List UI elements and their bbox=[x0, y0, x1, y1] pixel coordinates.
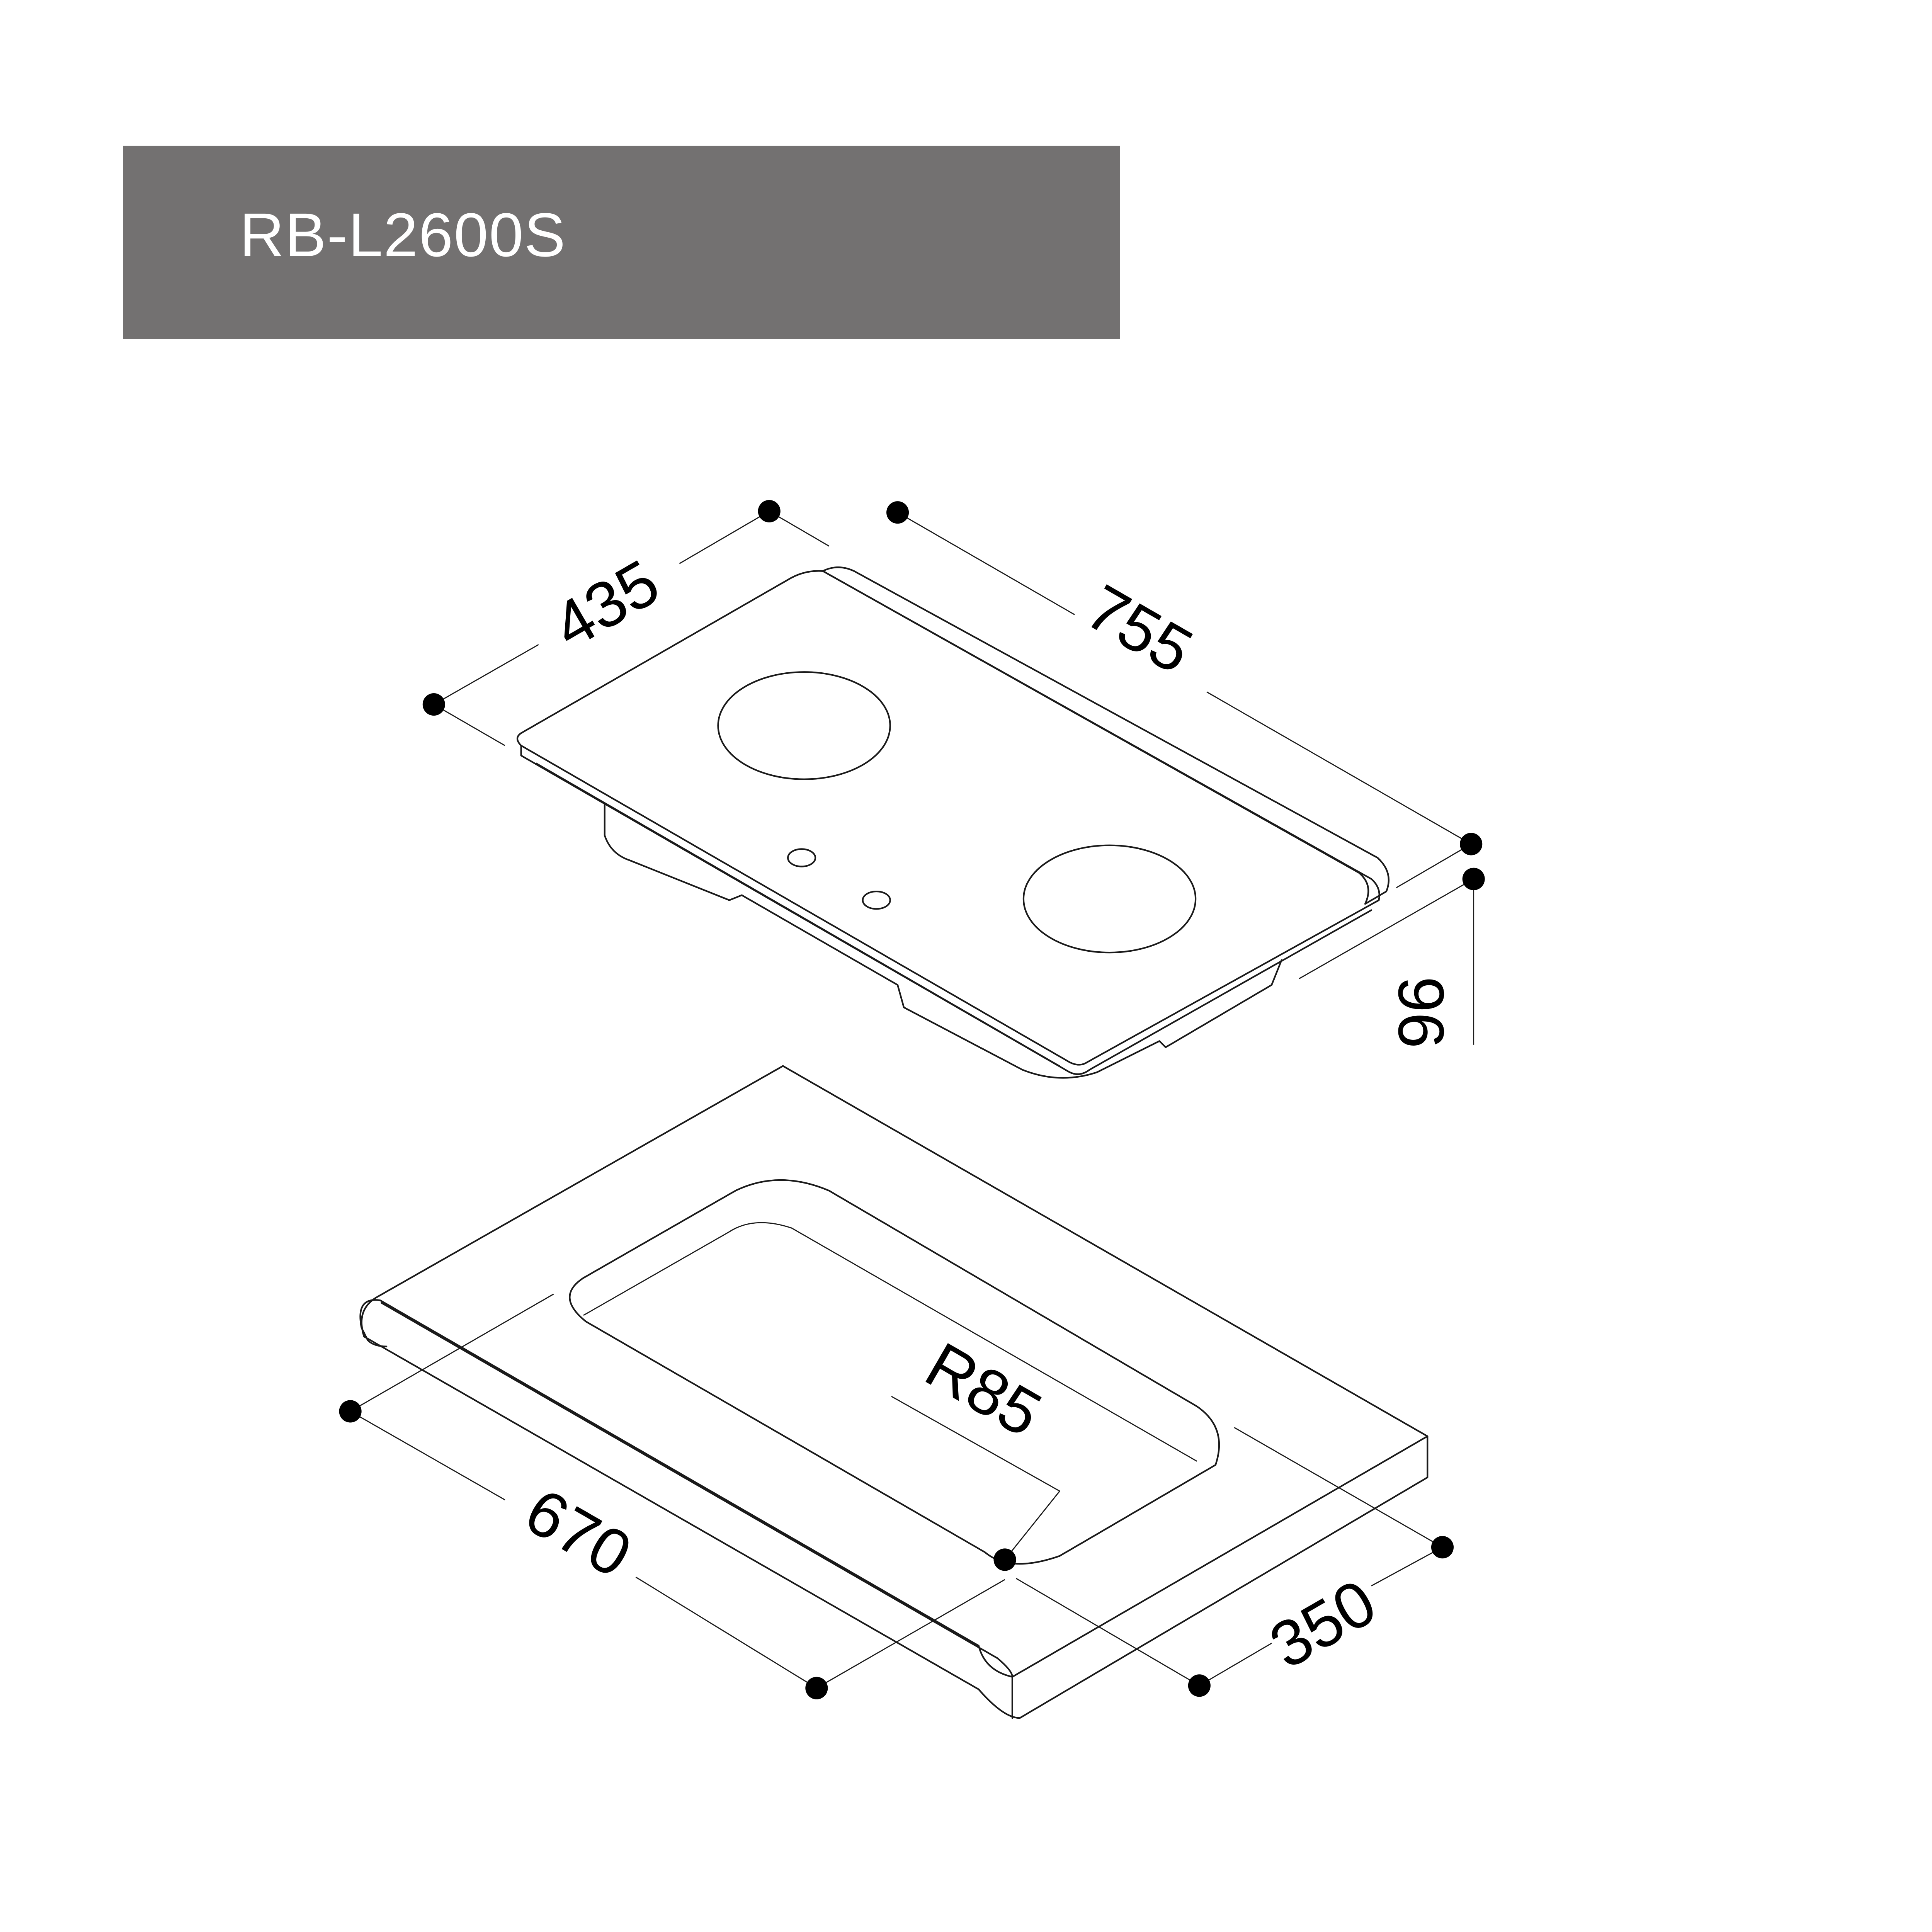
countertop-outline bbox=[361, 1065, 1429, 1719]
dim-cutout-width: 670 bbox=[514, 1474, 643, 1591]
dimension-dot bbox=[805, 1677, 828, 1699]
hob-top-surface bbox=[516, 570, 1380, 1066]
dimension-dot bbox=[1431, 1536, 1454, 1559]
dimension-dot bbox=[422, 693, 445, 716]
cutout-outer bbox=[569, 1179, 1220, 1565]
hob-body-line bbox=[536, 762, 1060, 1067]
burner-left bbox=[717, 671, 891, 780]
countertop-front-edge bbox=[381, 1302, 1013, 1719]
dimension-dot bbox=[1460, 833, 1483, 855]
countertop-drawing bbox=[359, 1065, 1429, 1719]
dimension-dot bbox=[1188, 1674, 1211, 1697]
knob-left bbox=[787, 848, 816, 867]
dim-cutout-depth: 350 bbox=[1258, 1565, 1388, 1682]
burner-right bbox=[1022, 844, 1197, 954]
dimension-dot bbox=[886, 501, 909, 524]
dimension-dot bbox=[758, 500, 781, 523]
cutout-inner-wall bbox=[583, 1222, 1197, 1462]
hob-front-edge bbox=[520, 745, 1372, 1075]
dim-hob-height: 96 bbox=[1385, 976, 1458, 1049]
dimension-dot bbox=[339, 1400, 362, 1423]
dim-hob-width: 755 bbox=[1075, 570, 1204, 687]
title-banner bbox=[123, 146, 1120, 339]
dimension-dot bbox=[993, 1548, 1016, 1571]
hob-dimensions: 435 755 96 bbox=[422, 500, 1485, 1049]
knob-right bbox=[862, 890, 891, 910]
dim-corner-radius: R85 bbox=[914, 1328, 1053, 1451]
countertop-top-face bbox=[359, 1065, 1429, 1678]
model-title: RB-L2600S bbox=[240, 200, 566, 269]
hob-body-bottom bbox=[604, 803, 1282, 1079]
dim-hob-depth: 435 bbox=[541, 546, 671, 663]
hob-drawing bbox=[516, 566, 1389, 1079]
hob-back-lip bbox=[822, 566, 1389, 905]
dimension-dot bbox=[1462, 867, 1485, 890]
